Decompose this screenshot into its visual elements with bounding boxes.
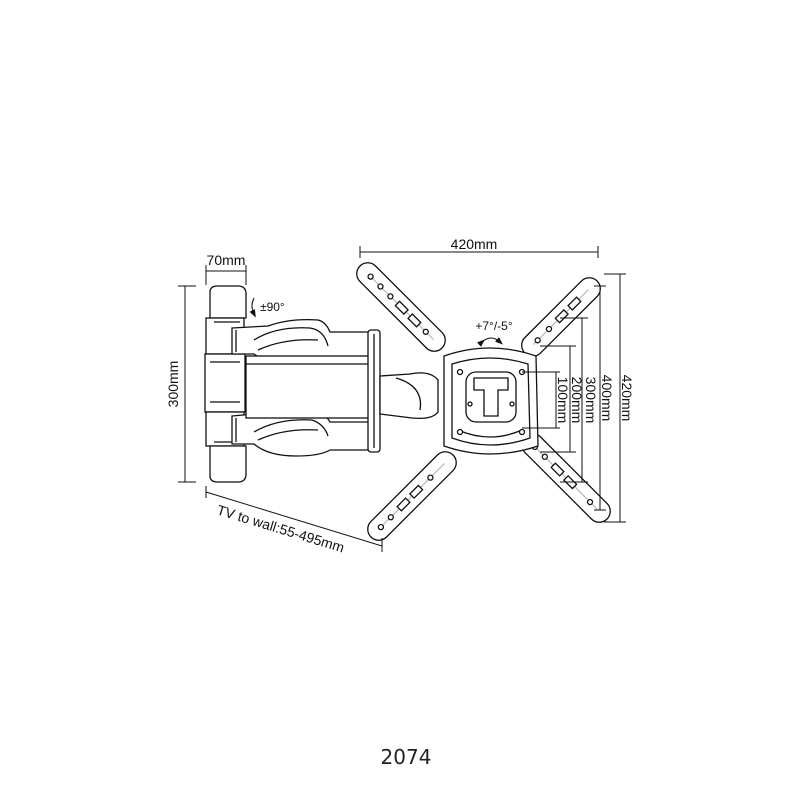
- dimension-lines: [178, 246, 626, 552]
- vesa-100-label: 100mm: [555, 377, 571, 424]
- wall-plate-width-label: 70mm: [207, 252, 246, 268]
- mount-height-label: 420mm: [619, 375, 635, 422]
- vesa-200-label: 200mm: [569, 377, 585, 424]
- vesa-300-label: 300mm: [583, 377, 599, 424]
- tv-bracket: [356, 262, 611, 541]
- articulating-arms: [231, 318, 439, 457]
- mount-width-label: 420mm: [451, 236, 498, 252]
- vesa-400-label: 400mm: [599, 375, 615, 422]
- swivel-arrow-icon: [249, 297, 256, 318]
- tilt-label: +7°/-5°: [475, 319, 512, 333]
- swivel-label: ±90°: [260, 300, 285, 314]
- wall-plate-height-label: 300mm: [165, 361, 181, 408]
- model-number: 2074: [381, 745, 432, 769]
- tilt-arrow-icon: [477, 337, 503, 347]
- wall-plate: [204, 285, 247, 483]
